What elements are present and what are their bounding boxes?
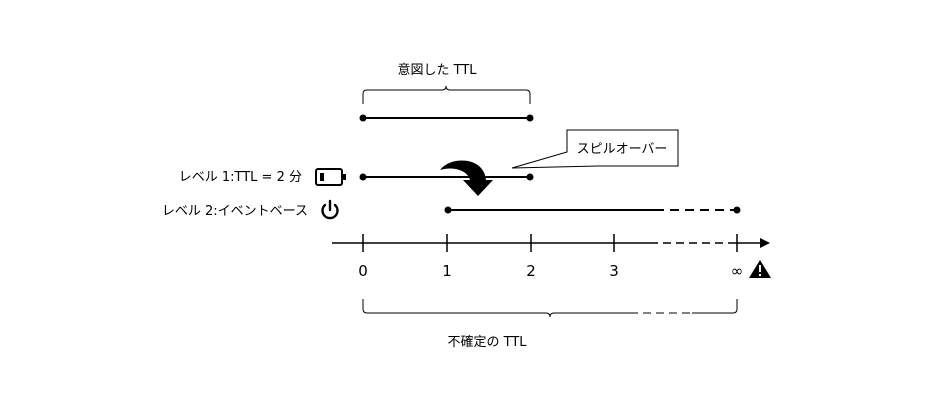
battery-icon: [315, 168, 346, 186]
uncertain-ttl-brace-end: [692, 299, 738, 314]
tick-label-3: 3: [609, 262, 619, 280]
tick-label-infinity: ∞: [731, 262, 744, 280]
level2-label: レベル 2:イベントベース: [162, 204, 308, 219]
tick-label-0: 0: [358, 262, 368, 280]
tick-label-1: 1: [442, 262, 452, 280]
uncertain-ttl-brace: [362, 299, 630, 318]
intended-ttl-segment: [359, 114, 534, 122]
power-icon: [321, 199, 339, 220]
spillover-callout: スピルオーバー: [511, 129, 679, 169]
level2-segment: [444, 206, 741, 214]
level1-segment: [359, 173, 534, 181]
intended-ttl-brace: [362, 85, 531, 104]
warning-icon: [749, 260, 771, 278]
tick-label-2: 2: [526, 262, 536, 280]
intended-ttl-label: 意図した TTL: [397, 62, 477, 78]
spillover-label: スピルオーバー: [577, 142, 668, 157]
time-axis: [332, 234, 770, 252]
uncertain-ttl-label: 不確定の TTL: [447, 334, 527, 350]
curved-arrow-icon: [440, 160, 493, 196]
level1-label: レベル 1:TTL = 2 分: [179, 170, 302, 185]
